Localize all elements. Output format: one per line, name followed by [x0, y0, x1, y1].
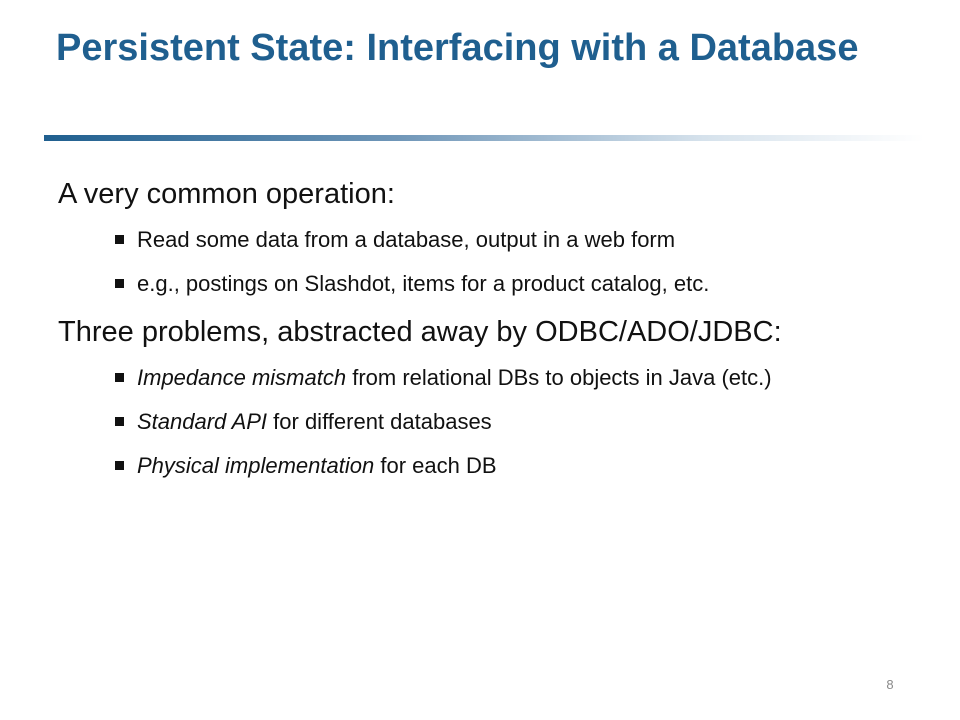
bullet-item: Physical implementation for each DB — [58, 451, 918, 481]
slide-title: Persistent State: Interfacing with a Dat… — [56, 27, 859, 69]
square-bullet-icon — [115, 373, 124, 382]
bullet-text: from relational DBs to objects in Java (… — [346, 365, 772, 390]
bullet-item: Impedance mismatch from relational DBs t… — [58, 363, 918, 393]
bullet-emphasis: Physical implementation — [137, 453, 375, 478]
bullet-item: Standard API for different databases — [58, 407, 918, 437]
title-divider — [44, 135, 924, 141]
square-bullet-icon — [115, 235, 124, 244]
square-bullet-icon — [115, 279, 124, 288]
square-bullet-icon — [115, 417, 124, 426]
bullet-text: for each DB — [374, 453, 497, 478]
bullet-text: Read some data from a database, output i… — [137, 227, 676, 252]
bullet-text: e.g., postings on Slashdot, items for a … — [137, 271, 710, 296]
bullet-item: Read some data from a database, output i… — [58, 225, 918, 255]
bullet-emphasis: Standard API — [137, 409, 268, 434]
section-heading-2: Three problems, abstracted away by ODBC/… — [58, 316, 782, 348]
slide-body: A very common operation: Read some data … — [58, 175, 918, 495]
bullet-text: for different databases — [267, 409, 492, 434]
section-heading-1: A very common operation: — [58, 178, 395, 210]
square-bullet-icon — [115, 461, 124, 470]
bullet-emphasis: Impedance mismatch — [137, 365, 347, 390]
bullet-item: e.g., postings on Slashdot, items for a … — [58, 269, 918, 299]
page-number: 8 — [886, 677, 894, 692]
